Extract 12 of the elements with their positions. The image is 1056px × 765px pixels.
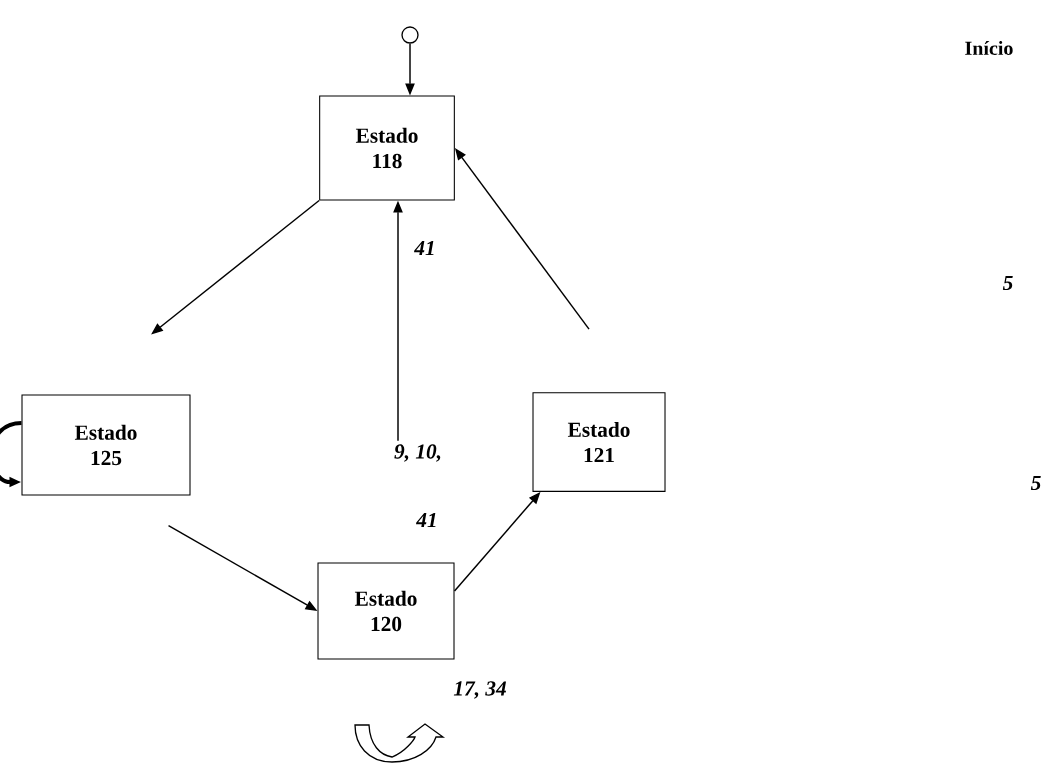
state-box: Estado 121 bbox=[532, 392, 666, 492]
label: 5 bbox=[1030, 475, 1041, 491]
label: 41 bbox=[414, 241, 434, 256]
transition-label: 9, 10, bbox=[394, 444, 441, 462]
state-box: Estado 118 bbox=[319, 95, 455, 201]
start-circle bbox=[401, 26, 419, 44]
state-box: Estado 125 bbox=[21, 394, 191, 496]
label: 17, 34 bbox=[453, 681, 506, 699]
label: 41 bbox=[416, 513, 436, 528]
label: 5 bbox=[1002, 275, 1013, 291]
state-box: Estado 120 bbox=[317, 562, 455, 660]
label: Início bbox=[965, 40, 1013, 56]
